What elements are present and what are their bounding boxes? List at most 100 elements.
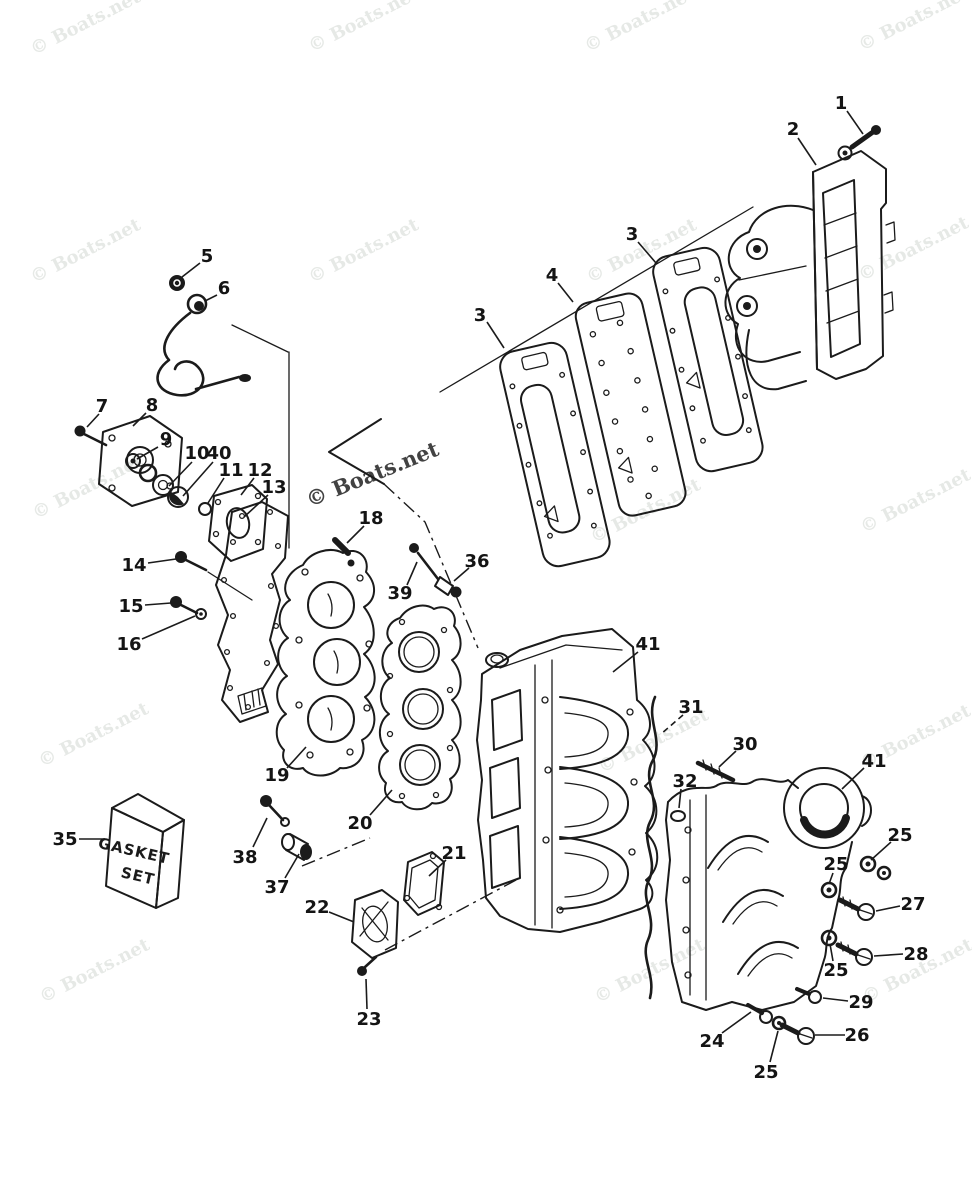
- part-callout: 28: [903, 944, 928, 965]
- part-callout: 29: [848, 992, 873, 1013]
- watermark: © Boats.net: [27, 214, 145, 288]
- callout-leader: [243, 494, 269, 518]
- dowel-36: [434, 576, 462, 598]
- part-callout: 35: [52, 829, 77, 850]
- part-callout: 25: [753, 1062, 778, 1083]
- part-callout: 25: [823, 854, 848, 875]
- part-callout: 20: [347, 813, 372, 834]
- part-callout: 3: [474, 305, 487, 326]
- watermark: © Boats.net: [857, 464, 972, 538]
- watermark: © Boats.net: [305, 0, 423, 57]
- callout-leader: [181, 262, 201, 278]
- callout-leader: [829, 943, 834, 962]
- callout-leader: [346, 525, 365, 544]
- part-callout: 38: [232, 847, 257, 868]
- watermark: © Boats.net: [855, 0, 972, 56]
- part-callout: 3: [626, 224, 639, 245]
- thermostat-cover-group: [74, 415, 268, 562]
- callout-leader: [182, 461, 214, 497]
- watermark-dark: © Boats.net: [302, 436, 442, 512]
- callout-leader: [428, 859, 447, 877]
- part-callout: 32: [672, 771, 697, 792]
- callout-leader: [769, 1030, 779, 1063]
- lower-cover-group: [260, 795, 445, 976]
- part-callout: 11: [218, 460, 243, 481]
- head-gasket-20: [378, 604, 462, 811]
- axis-lines: [231, 206, 754, 951]
- head-bolts-group: [170, 551, 253, 620]
- callout-leader: [486, 321, 505, 349]
- reed-plate-middle: [574, 292, 687, 517]
- part-callout: 6: [218, 278, 231, 299]
- sensor-wire-assembly: [156, 275, 251, 397]
- callout-leader: [86, 413, 100, 428]
- callout-leader: [637, 241, 657, 264]
- part-callout: 36: [464, 551, 489, 572]
- callout-leader: [660, 714, 684, 735]
- watermark: © Boats.net: [583, 214, 701, 288]
- part-callout: 2: [787, 119, 800, 140]
- callout-leader: [141, 615, 196, 640]
- callout-leader: [147, 558, 177, 564]
- callout-leader: [204, 294, 218, 302]
- callout-leader: [718, 750, 737, 768]
- part-callout: 5: [201, 246, 214, 267]
- watermark: © Boats.net: [36, 934, 154, 1008]
- part-callout: 16: [116, 634, 141, 655]
- part-callout: 15: [118, 596, 143, 617]
- intake-manifold: [724, 125, 896, 391]
- part-callout: 27: [900, 894, 925, 915]
- part-callout: 41: [861, 751, 886, 772]
- part-callout: 37: [264, 877, 289, 898]
- callout-leader: [828, 872, 834, 885]
- part-callout: 40: [206, 443, 231, 464]
- part-callout: 24: [699, 1031, 724, 1052]
- callout-leader: [875, 905, 901, 912]
- pin-39: [409, 543, 440, 581]
- callout-leader: [240, 477, 255, 496]
- part-callout: 25: [823, 960, 848, 981]
- cylinder-block: [476, 628, 659, 933]
- part-callout: 30: [732, 734, 757, 755]
- part-callout: 9: [160, 429, 173, 450]
- gasket-set-box: GASKET SET: [96, 793, 185, 909]
- watermark: © Boats.net: [27, 0, 145, 60]
- watermark: © Boats.net: [587, 474, 705, 548]
- part-callout: 31: [678, 697, 703, 718]
- part-callout: 41: [635, 634, 660, 655]
- callout-leader: [252, 817, 268, 848]
- callout-leader: [870, 841, 892, 861]
- callout-leader: [557, 282, 574, 303]
- watermark: © Boats.net: [29, 450, 147, 524]
- part-callout: 4: [546, 265, 559, 286]
- part-callout: 8: [146, 395, 159, 416]
- part-callout: 23: [356, 1009, 381, 1030]
- callout-leader: [873, 953, 904, 957]
- callout-leader: [678, 788, 682, 809]
- callout-leader: [406, 561, 418, 586]
- part-callout: 7: [96, 396, 109, 417]
- fasteners-right: [746, 855, 892, 1045]
- part-callout: 26: [844, 1025, 869, 1046]
- callout-leader: [453, 567, 470, 582]
- callout-leader: [365, 978, 368, 1010]
- callout-leader: [328, 911, 355, 923]
- reed-plate-left: [499, 341, 611, 568]
- callout-leader: [286, 746, 307, 769]
- part-callout: 10: [184, 443, 209, 464]
- part-callout: 19: [264, 765, 289, 786]
- gasket-box-line2: SET: [119, 863, 156, 888]
- callout-leader: [168, 461, 193, 487]
- part-callout: 12: [247, 460, 272, 481]
- callout-leader: [284, 853, 300, 879]
- callout-leader: [207, 477, 225, 504]
- callout-leader: [721, 1011, 752, 1034]
- part-callout: 13: [261, 477, 286, 498]
- callout-leader: [797, 137, 817, 166]
- cylinder-head-19: [275, 549, 376, 777]
- callout-leader: [132, 412, 147, 427]
- watermark: © Boats.net: [581, 0, 699, 57]
- callout-leader: [144, 602, 172, 606]
